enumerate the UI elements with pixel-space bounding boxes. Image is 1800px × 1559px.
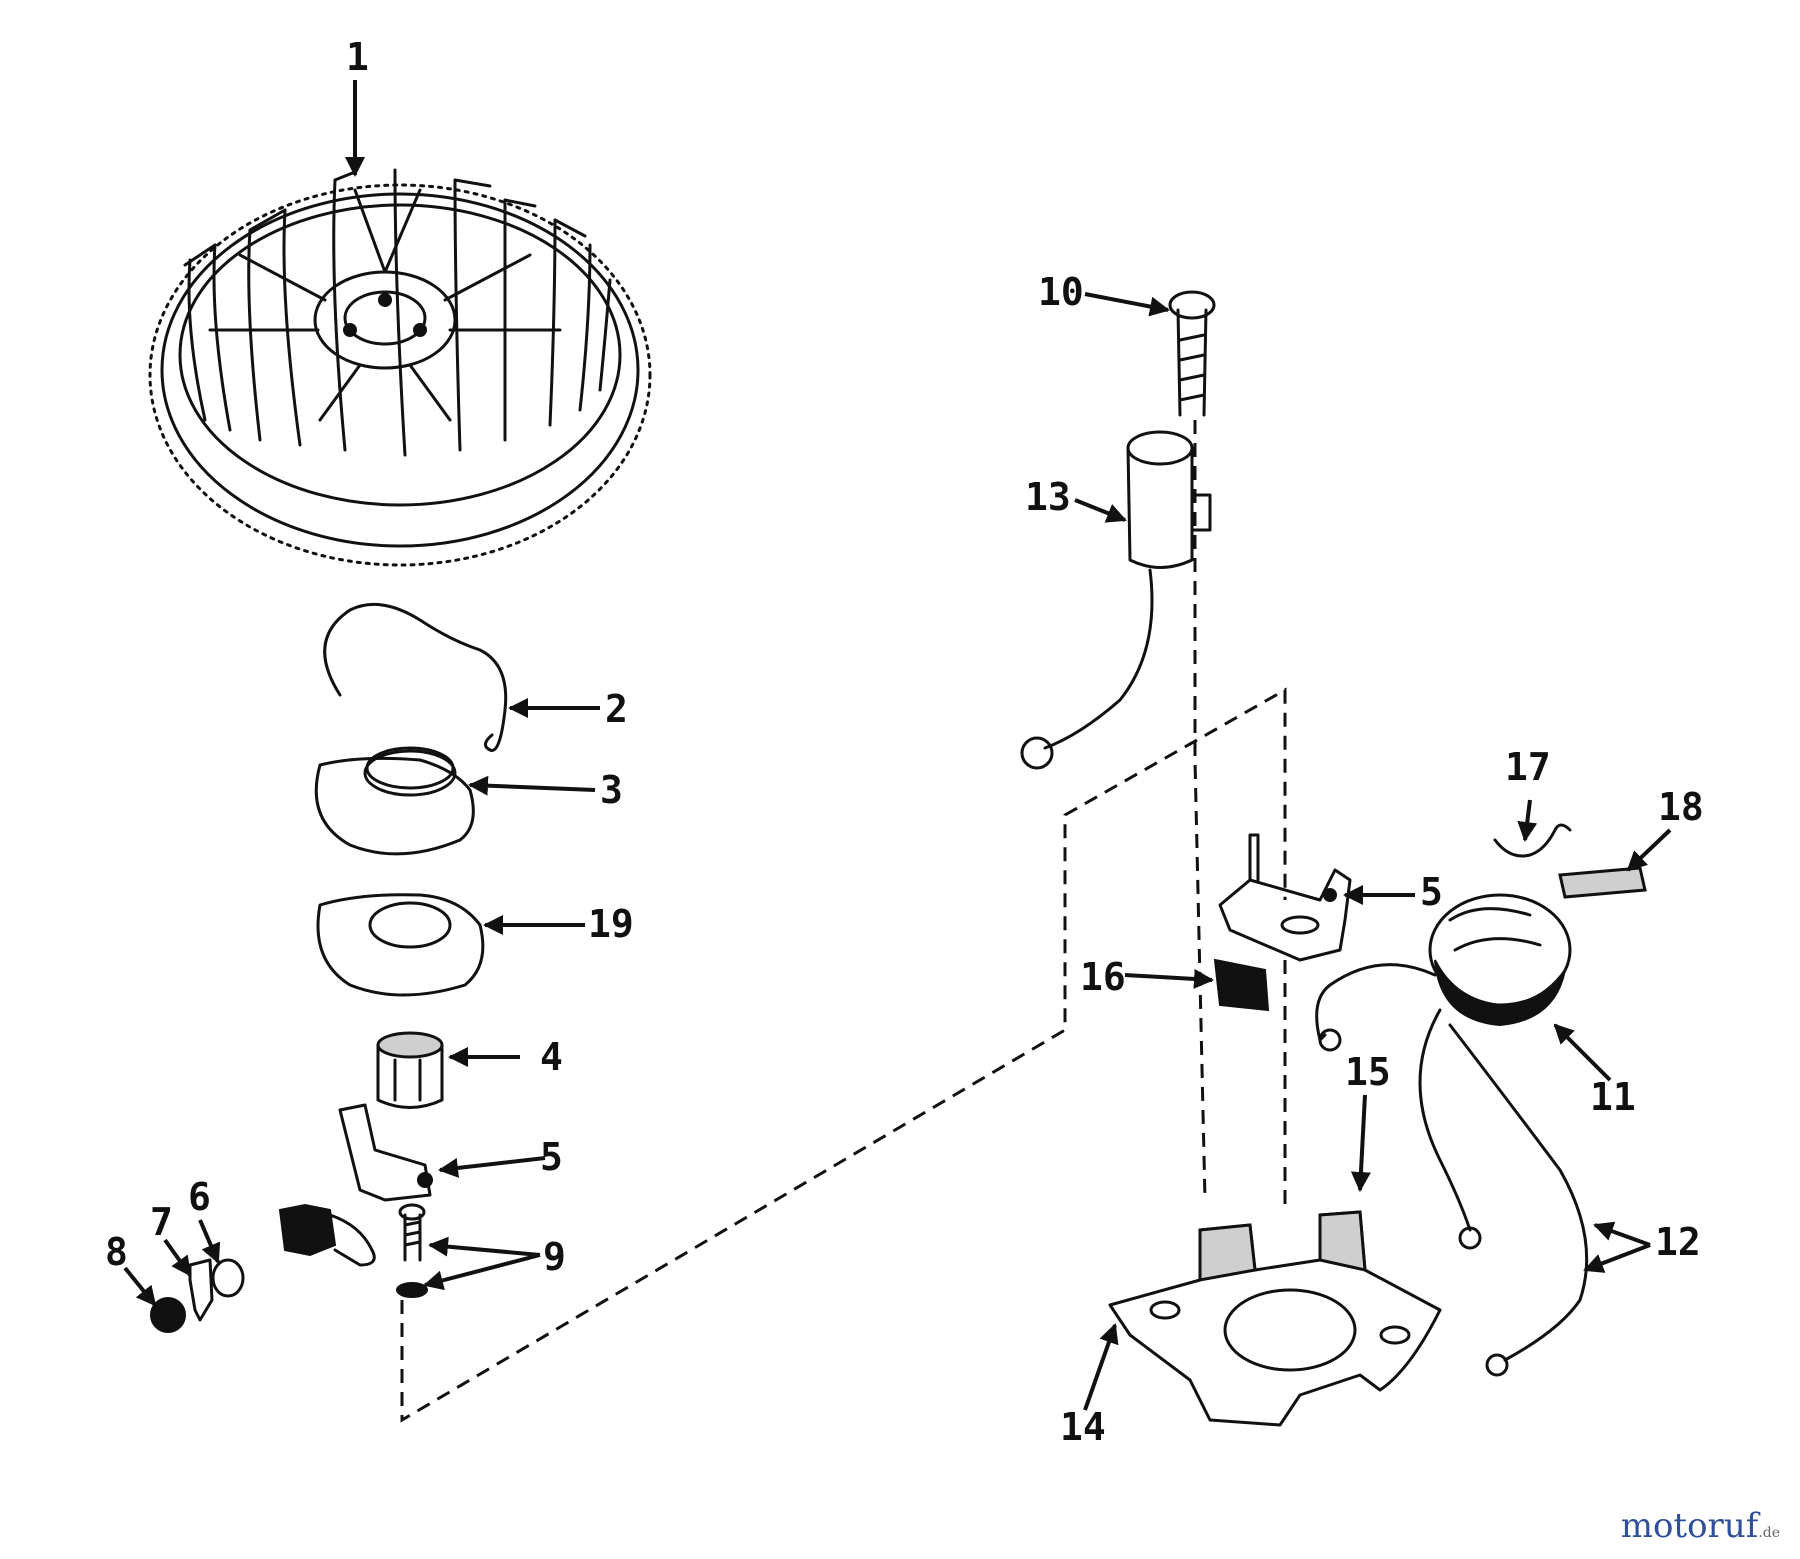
leader-lines bbox=[123, 80, 1672, 1411]
callout-5-left: 5 bbox=[540, 1135, 563, 1179]
callout-7: 7 bbox=[150, 1200, 173, 1244]
callout-4: 4 bbox=[540, 1035, 563, 1079]
callout-16: 16 bbox=[1080, 955, 1126, 999]
callout-10: 10 bbox=[1038, 270, 1084, 314]
callout-labels: 1 2 3 19 4 5 6 7 8 9 10 13 17 18 5 16 15… bbox=[105, 35, 1704, 1449]
flywheel-part bbox=[148, 168, 652, 567]
callout-8: 8 bbox=[105, 1230, 128, 1274]
coil-leads bbox=[1315, 963, 1589, 1377]
armature-base-part bbox=[1108, 1210, 1442, 1427]
callout-3: 3 bbox=[600, 768, 623, 812]
coil-part bbox=[1428, 893, 1572, 1027]
callout-9: 9 bbox=[543, 1235, 566, 1279]
alignment-lines bbox=[400, 420, 1287, 1423]
advance-plate-part bbox=[314, 746, 475, 856]
callout-6: 6 bbox=[188, 1175, 211, 1219]
screw-washer-part bbox=[396, 1203, 428, 1298]
spring-clip-part bbox=[323, 602, 508, 752]
callout-15: 15 bbox=[1345, 1050, 1391, 1094]
clip-17-part bbox=[1493, 823, 1572, 858]
watermark-main-text: motoruf bbox=[1620, 1506, 1759, 1546]
watermark-suffix-text: .de bbox=[1758, 1525, 1780, 1541]
callout-1: 1 bbox=[346, 35, 369, 79]
shim-part bbox=[316, 893, 485, 997]
block-18-part bbox=[1558, 866, 1647, 899]
screw-part bbox=[1168, 290, 1216, 417]
small-hardware-parts bbox=[150, 1258, 245, 1333]
breaker-arm-part bbox=[278, 1103, 433, 1267]
callout-11: 11 bbox=[1590, 1075, 1636, 1119]
callout-5-right: 5 bbox=[1420, 870, 1443, 914]
condenser-part bbox=[1020, 430, 1212, 770]
callout-2: 2 bbox=[605, 687, 628, 731]
site-watermark-logo: motoruf.de bbox=[1621, 1506, 1780, 1546]
bushing-part bbox=[376, 1031, 444, 1109]
callout-18: 18 bbox=[1658, 785, 1704, 829]
callout-14: 14 bbox=[1060, 1405, 1106, 1449]
callout-12: 12 bbox=[1655, 1220, 1701, 1264]
callout-19: 19 bbox=[588, 902, 634, 946]
callout-13: 13 bbox=[1025, 475, 1071, 519]
callout-17: 17 bbox=[1505, 745, 1551, 789]
insulator-part bbox=[1213, 958, 1270, 1012]
